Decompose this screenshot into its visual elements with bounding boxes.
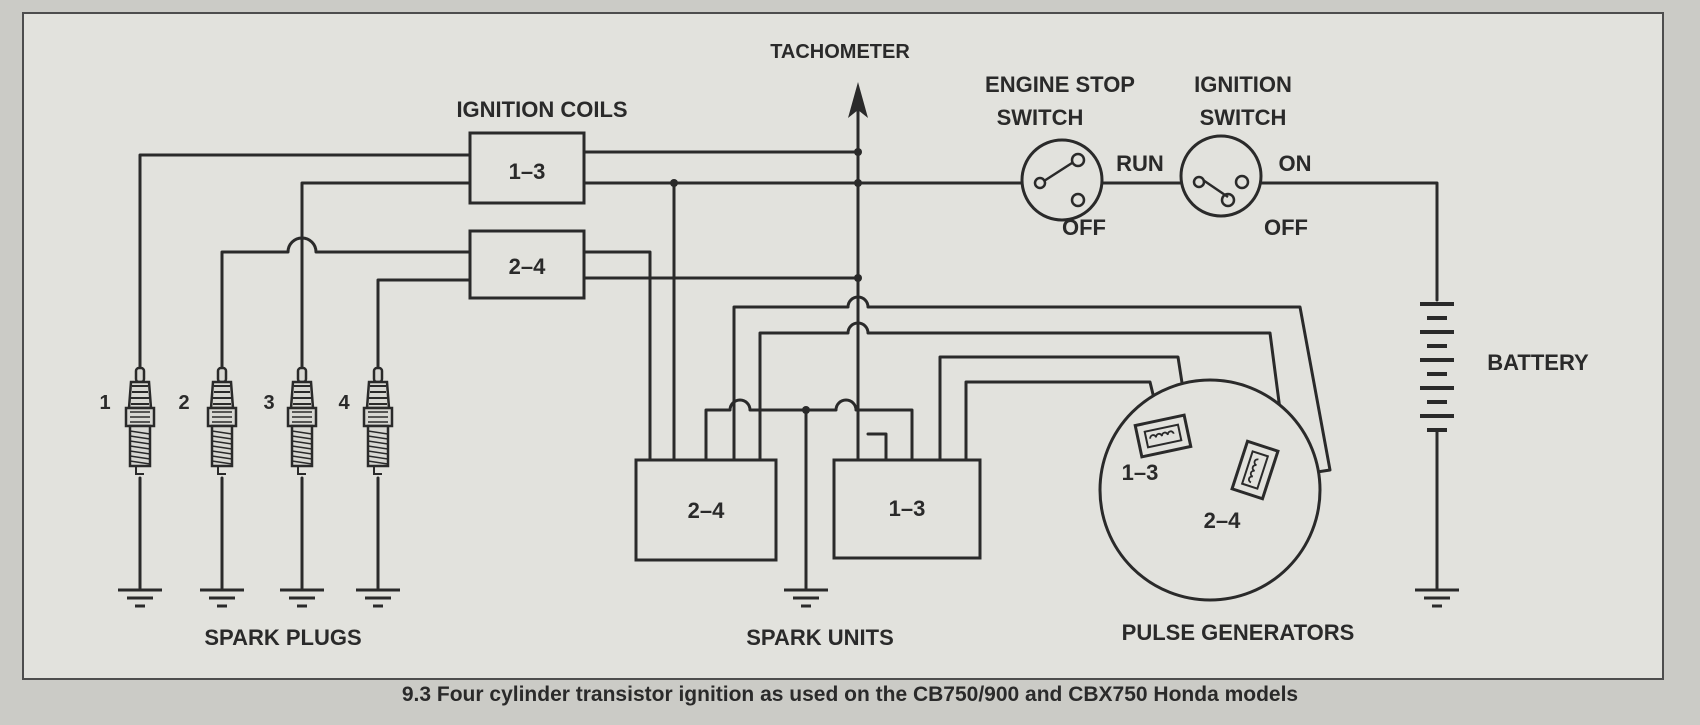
ground-icon <box>278 588 326 608</box>
wire-to-battery <box>1260 181 1439 302</box>
coil-1-3: 1–3 <box>468 131 586 205</box>
on-label: ON <box>1279 151 1312 176</box>
ignition-coils-label: IGNITION COILS <box>456 97 627 122</box>
spark-unit-1-3-label: 1–3 <box>889 496 926 521</box>
figure-caption: 9.3 Four cylinder transistor ignition as… <box>401 683 1299 706</box>
junction-dot <box>670 179 678 187</box>
ignition-off-label: OFF <box>1264 215 1308 240</box>
wire-plug3-coil13 <box>300 181 472 374</box>
spark-plug-3-number: 3 <box>263 392 274 414</box>
pulse-generator-2-4-label: 2–4 <box>1204 508 1241 533</box>
ignition-switch-label-line2: SWITCH <box>1200 105 1287 130</box>
junction-dot <box>802 406 810 414</box>
wire-plug4-coil24 <box>376 278 472 374</box>
spark-plug-1-icon <box>124 366 156 476</box>
battery-label: BATTERY <box>1487 350 1589 375</box>
engine-stop-off-label: OFF <box>1062 215 1106 240</box>
ignition-switch <box>1179 134 1263 218</box>
spark-plug-2-number: 2 <box>178 392 189 414</box>
coil-2-4: 2–4 <box>468 229 586 300</box>
coil-1-3-label: 1–3 <box>509 159 546 184</box>
spark-plugs-label: SPARK PLUGS <box>204 625 361 650</box>
spark-plug-3-icon <box>286 366 318 476</box>
wires <box>138 98 1439 590</box>
pulse-generator: 1–3 2–4 <box>1098 378 1322 602</box>
coil-2-4-label: 2–4 <box>509 254 546 279</box>
wire-coil24-top <box>582 250 652 464</box>
junction-dot <box>854 148 862 156</box>
engine-stop-switch-label-line2: SWITCH <box>997 105 1084 130</box>
junction-dot <box>854 179 862 187</box>
wire-plug1-coil13 <box>138 153 472 374</box>
junction-dot <box>854 274 862 282</box>
spark-plug-1-number: 1 <box>99 392 110 414</box>
engine-stop-switch-label-line1: ENGINE STOP <box>985 72 1135 97</box>
engine-stop-switch <box>1020 138 1104 222</box>
wire-pg-loop-outer <box>732 295 1332 482</box>
run-label: RUN <box>1116 151 1164 176</box>
spark-unit-1-3: 1–3 <box>832 458 982 560</box>
wire-pg-loop-inner <box>758 321 1287 464</box>
ignition-switch-label-line1: IGNITION <box>1194 72 1292 97</box>
ground-icon <box>1413 588 1461 608</box>
pulse-generator-1-3-label: 1–3 <box>1122 460 1159 485</box>
pulse-generator-1-3-coil-icon <box>1133 413 1193 459</box>
spark-plug-4-number: 4 <box>338 392 350 414</box>
ground-icon <box>354 588 402 608</box>
spark-unit-2-4: 2–4 <box>634 458 778 562</box>
ground-icon <box>782 588 830 608</box>
battery-icon <box>1420 302 1454 432</box>
spark-plug-2-icon <box>206 366 238 476</box>
wire-plug2-coil24 <box>220 236 472 374</box>
tachometer-label: TACHOMETER <box>770 41 910 63</box>
spark-unit-2-4-label: 2–4 <box>688 498 725 523</box>
wire-sparkunit-cross1 <box>704 398 914 464</box>
wire-sparkunit-cross2 <box>866 432 888 464</box>
tachometer-arrow-icon <box>848 82 868 118</box>
spark-units-label: SPARK UNITS <box>746 625 894 650</box>
diagram-panel <box>22 12 1664 680</box>
spark-plug-4-icon <box>362 366 394 476</box>
pulse-generator-2-4-coil-icon <box>1230 439 1280 501</box>
ground-icon <box>116 588 164 608</box>
pulse-generators-label: PULSE GENERATORS <box>1122 620 1355 645</box>
ground-icon <box>198 588 246 608</box>
